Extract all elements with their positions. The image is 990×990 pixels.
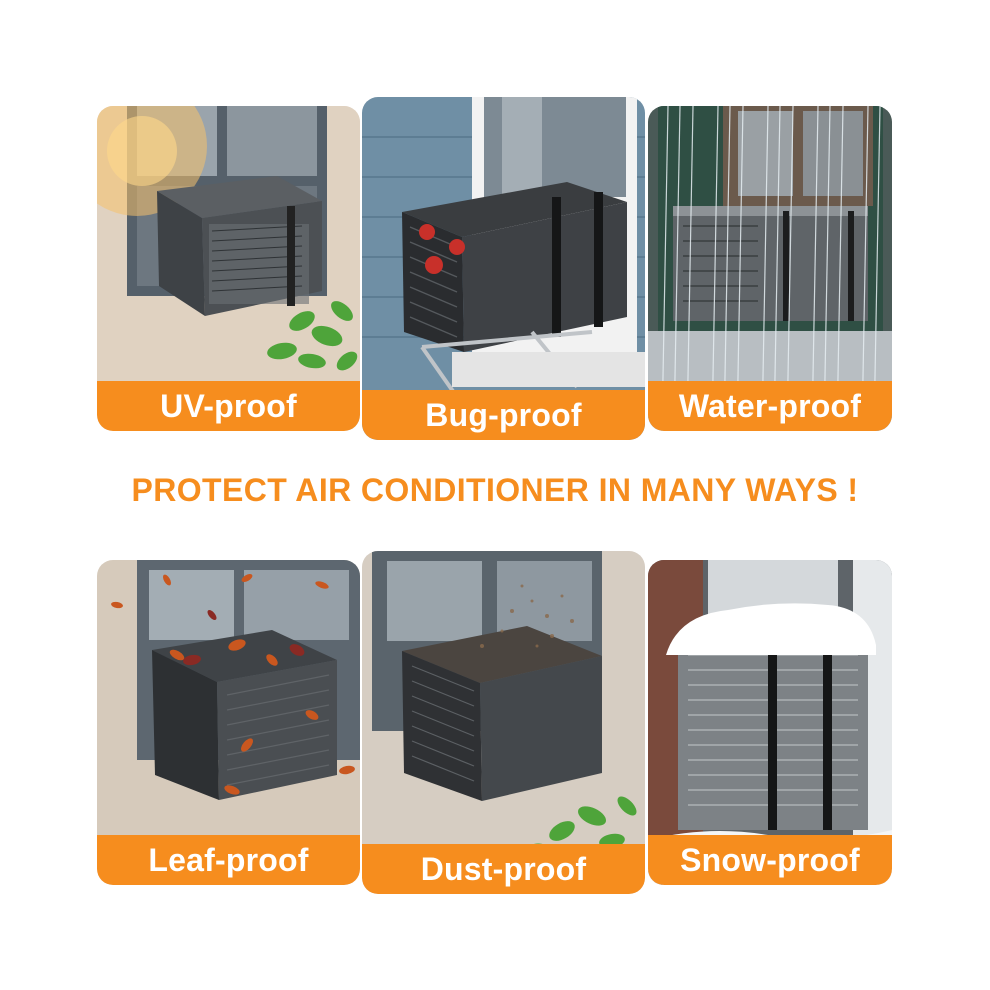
water-proof-label: Water-proof	[678, 387, 862, 424]
panel-water-proof: Water-proof	[648, 106, 892, 431]
bug-proof-label-bar: Bug-proof	[362, 390, 645, 440]
leaf-proof-label: Leaf-proof	[148, 841, 309, 878]
bug-proof-scene-image	[362, 97, 645, 440]
panel-bug-proof: Bug-proof	[362, 97, 645, 440]
water-proof-label-bar: Water-proof	[648, 381, 892, 431]
leaf-proof-label-bar: Leaf-proof	[97, 835, 360, 885]
dust-proof-scene-image	[362, 551, 645, 894]
panel-leaf-proof: Leaf-proof	[97, 560, 360, 885]
snow-proof-label-bar: Snow-proof	[648, 835, 892, 885]
panel-uv-proof: UV-proof	[97, 106, 360, 431]
uv-proof-label-bar: UV-proof	[97, 381, 360, 431]
panel-snow-proof: Snow-proof	[648, 560, 892, 885]
bug-proof-label: Bug-proof	[425, 396, 582, 433]
uv-proof-scene-image	[97, 106, 360, 431]
snow-proof-label: Snow-proof	[680, 841, 860, 878]
panel-dust-proof: Dust-proof	[362, 551, 645, 894]
uv-proof-label: UV-proof	[160, 387, 297, 424]
headline: PROTECT AIR CONDITIONER IN MANY WAYS !	[131, 472, 859, 508]
dust-proof-label-bar: Dust-proof	[362, 844, 645, 894]
leaf-proof-scene-image	[97, 560, 360, 885]
dust-proof-label: Dust-proof	[420, 850, 587, 887]
